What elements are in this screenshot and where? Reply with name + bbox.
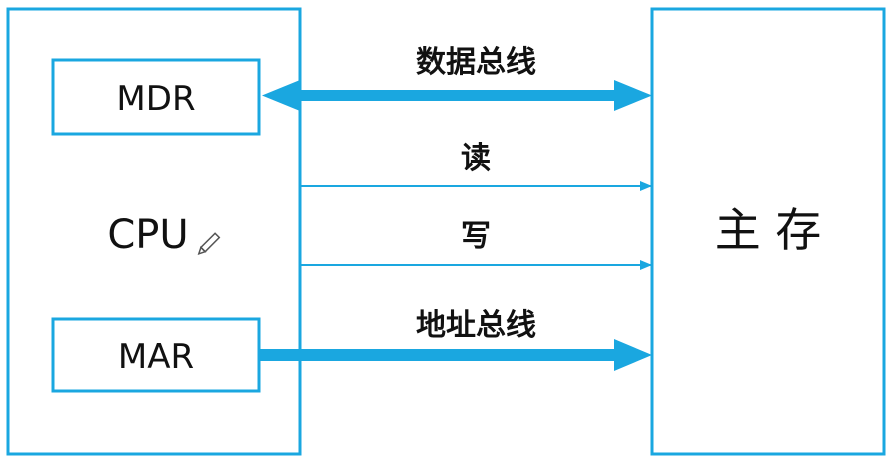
memory-box bbox=[650, 7, 886, 456]
read-label: 读 bbox=[461, 141, 491, 176]
memory-label: 主 存 bbox=[715, 203, 822, 257]
address-bus-label: 地址总线 bbox=[416, 308, 536, 343]
data-bus-label: 数据总线 bbox=[416, 45, 536, 80]
cpu-label: CPU bbox=[107, 212, 188, 258]
address-bus-arrow bbox=[259, 339, 652, 371]
data-bus-arrow bbox=[262, 80, 652, 111]
mdr-box bbox=[51, 58, 261, 136]
mar-label: MAR bbox=[118, 337, 194, 377]
pencil-icon bbox=[197, 232, 221, 255]
write-label: 写 bbox=[461, 219, 491, 254]
mdr-label: MDR bbox=[116, 79, 195, 119]
